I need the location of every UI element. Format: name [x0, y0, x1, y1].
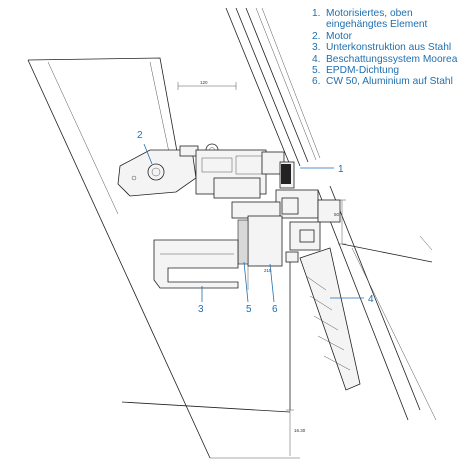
- callout-6: 6: [272, 304, 278, 315]
- callout-4: 4: [368, 294, 374, 305]
- cw50-mullion: 215: [231, 201, 283, 290]
- callout-2: 2: [137, 130, 143, 141]
- dimension-215-label: 215: [264, 268, 272, 273]
- building-outline: [27, 57, 300, 459]
- shading-system: [285, 247, 361, 410]
- legend-item: 1.Motorisiertes, oben eingehängtes Eleme…: [312, 8, 428, 31]
- callout-1: 1: [338, 164, 344, 175]
- dimension-1630: 16.30: [286, 409, 306, 456]
- dimension-50-label: 50: [334, 212, 340, 217]
- dimension-50: 50: [334, 199, 346, 245]
- legend-item: 6.CW 50, Aluminium auf Stahl: [312, 76, 453, 88]
- motor-bracket: [117, 143, 219, 197]
- dimension-1630-label: 16.30: [294, 428, 306, 433]
- steel-substructure: [153, 239, 239, 289]
- legend-item: 3.Unterkonstruktion aus Stahl: [312, 42, 452, 54]
- dimension-120-label: 120: [200, 80, 208, 85]
- dimension-120: 120: [177, 80, 237, 90]
- legend-item: 5.EPDM-Dichtung: [312, 65, 400, 77]
- callout-3: 3: [198, 304, 204, 315]
- callout-5: 5: [246, 304, 252, 315]
- callouts: 1 2 3 4 5 6: [137, 130, 374, 315]
- legend-item: 2.Motor: [312, 30, 353, 42]
- legend-item: 4.Beschattungssystem Moorea: [312, 53, 458, 65]
- legend: 1.Motorisiertes, oben eingehängtes Eleme…: [312, 8, 468, 88]
- frame-profiles: [195, 149, 341, 251]
- inclined-facade: [225, 7, 437, 421]
